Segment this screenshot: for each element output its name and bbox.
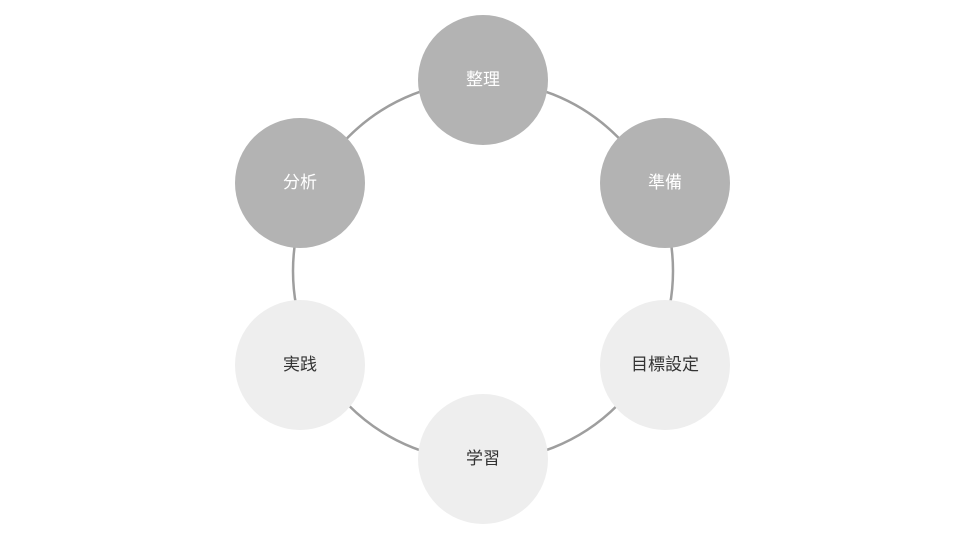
cycle-node: 整理 xyxy=(418,15,548,145)
cycle-node-label: 準備 xyxy=(648,173,682,193)
cycle-node-label: 整理 xyxy=(466,70,500,90)
cycle-node-circle xyxy=(418,15,548,145)
cycle-node-circle xyxy=(600,300,730,430)
cycle-node: 目標設定 xyxy=(600,300,730,430)
cycle-node: 実践 xyxy=(235,300,365,430)
cycle-node: 分析 xyxy=(235,118,365,248)
cycle-node-circle xyxy=(418,394,548,524)
cycle-node: 学習 xyxy=(418,394,548,524)
cycle-node-label: 目標設定 xyxy=(631,355,699,375)
cycle-node-circle xyxy=(600,118,730,248)
cycle-node-label: 実践 xyxy=(283,355,317,375)
cycle-node: 準備 xyxy=(600,118,730,248)
cycle-node-label: 分析 xyxy=(283,173,317,193)
cycle-node-circle xyxy=(235,118,365,248)
cycle-node-circle xyxy=(235,300,365,430)
cycle-node-label: 学習 xyxy=(466,449,500,469)
